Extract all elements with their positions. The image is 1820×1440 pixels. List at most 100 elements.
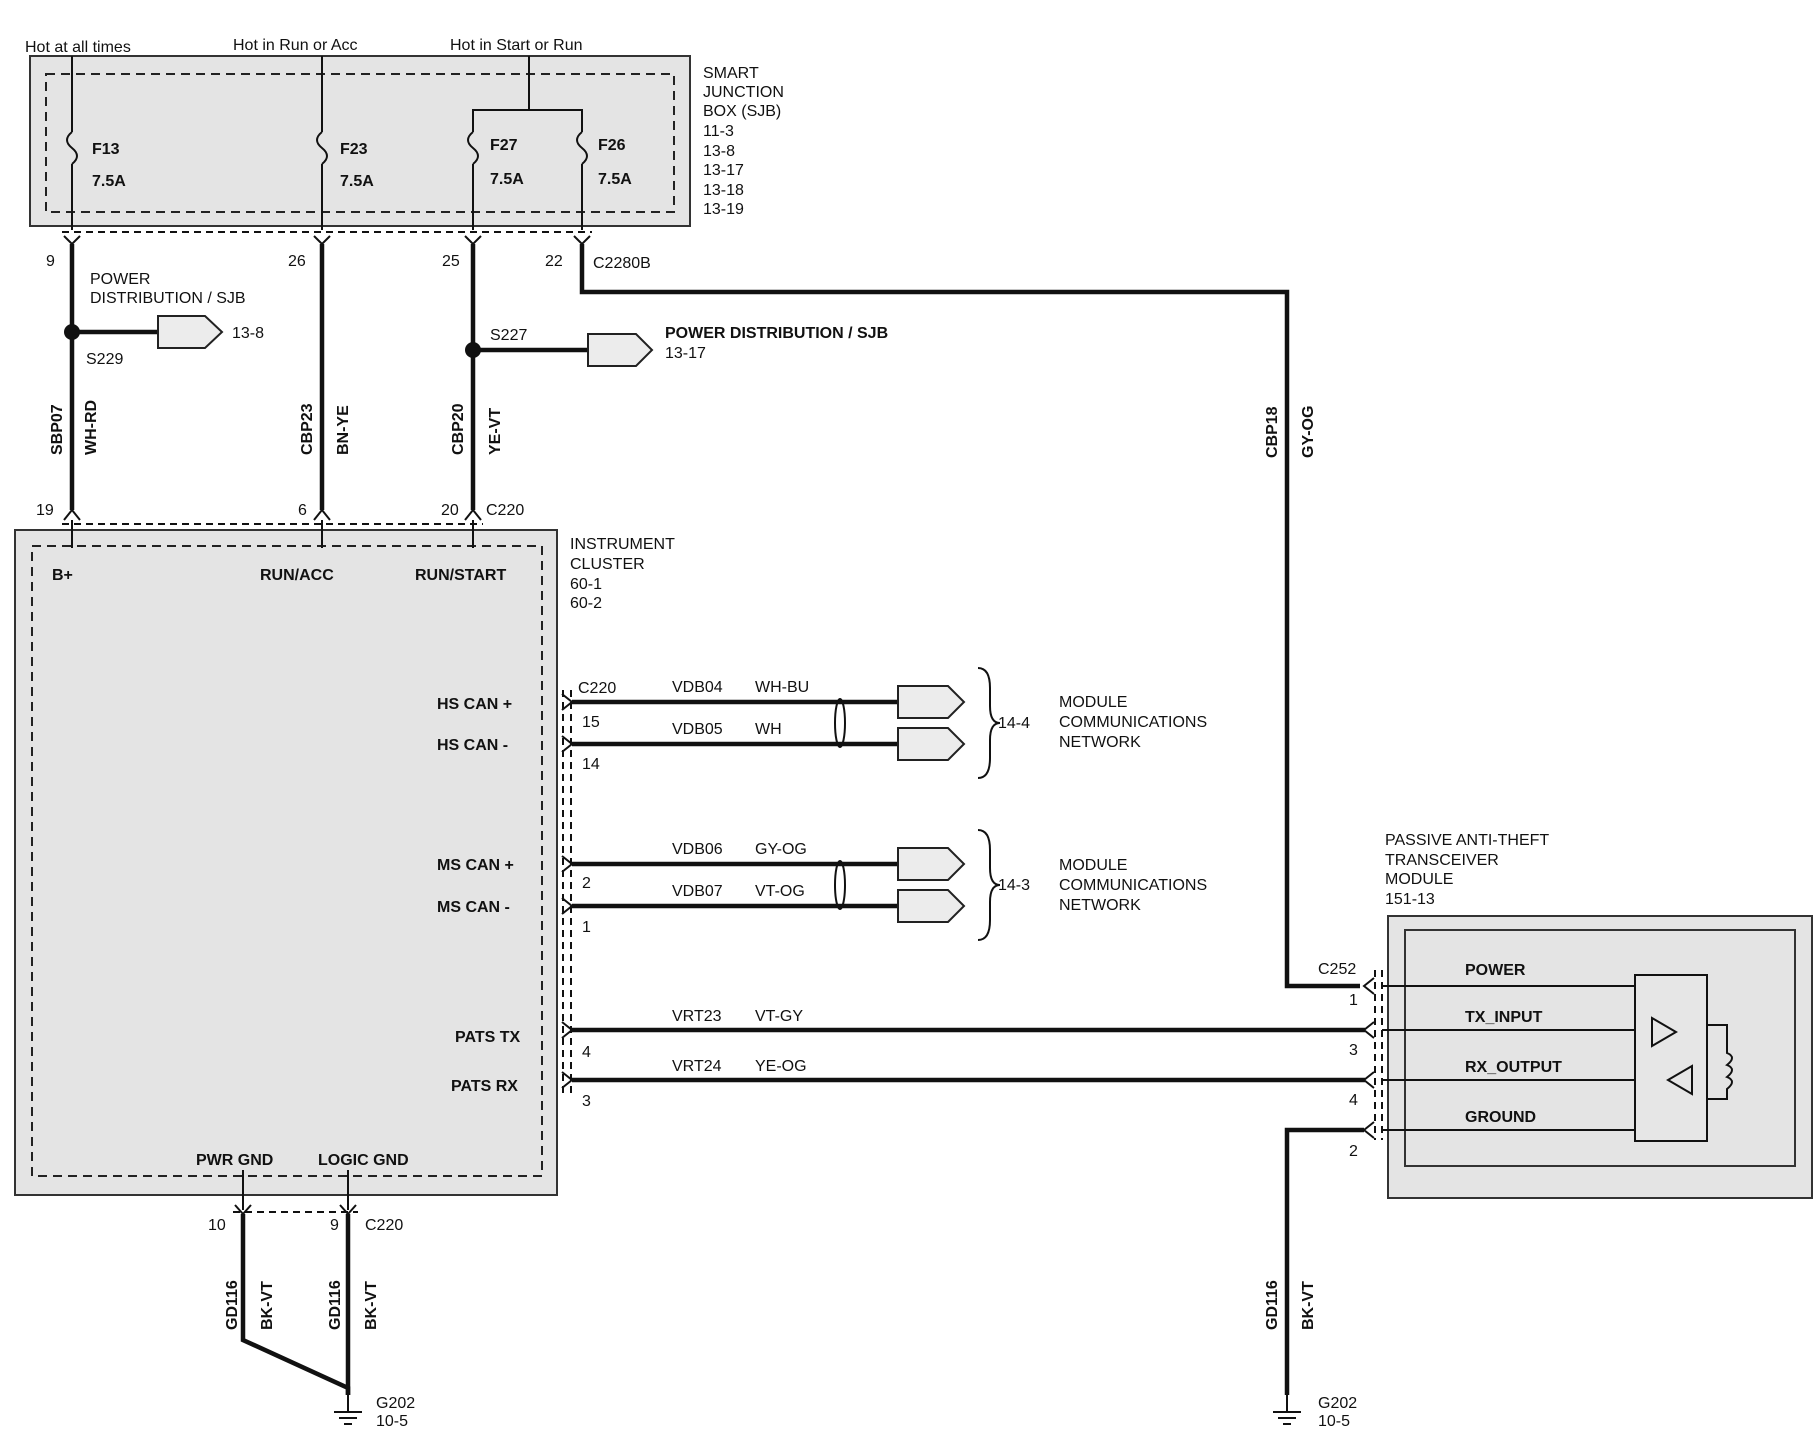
svg-text:2: 2 [582, 875, 591, 892]
svg-text:13-8: 13-8 [703, 143, 735, 160]
cluster-title: INSTRUMENT CLUSTER 60-1 60-2 [570, 536, 675, 612]
svg-text:MODULE: MODULE [1059, 694, 1127, 711]
svg-text:RUN/START: RUN/START [415, 567, 506, 584]
svg-text:1: 1 [582, 919, 591, 936]
fuse-labels: F13 7.5A F23 7.5A F27 7.5A F26 7.5A [92, 137, 632, 190]
svg-text:CBP23: CBP23 [299, 403, 316, 455]
network-braces [977, 667, 1001, 941]
svg-text:60-2: 60-2 [570, 595, 602, 612]
svg-text:14: 14 [582, 756, 600, 773]
transceiver-icon [1634, 974, 1733, 1142]
svg-text:VDB04: VDB04 [672, 679, 723, 696]
svg-text:13-17: 13-17 [703, 162, 744, 179]
svg-text:151-13: 151-13 [1385, 891, 1435, 908]
svg-text:7.5A: 7.5A [340, 173, 374, 190]
svg-text:NETWORK: NETWORK [1059, 897, 1141, 914]
svg-text:C220: C220 [365, 1217, 403, 1234]
svg-text:SBP07: SBP07 [49, 404, 66, 455]
svg-text:POWER DISTRIBUTION / SJB: POWER DISTRIBUTION / SJB [665, 325, 888, 342]
svg-text:PWR GND: PWR GND [196, 1152, 273, 1169]
connector-pin-icon [1362, 977, 1375, 1139]
svg-text:VRT24: VRT24 [672, 1058, 722, 1075]
svg-text:VDB06: VDB06 [672, 841, 723, 858]
svg-text:13-19: 13-19 [703, 201, 744, 218]
pats-module [1387, 915, 1813, 1199]
svg-text:CLUSTER: CLUSTER [570, 556, 645, 573]
svg-text:4: 4 [582, 1044, 591, 1061]
svg-text:14-3: 14-3 [998, 877, 1030, 894]
svg-text:BOX (SJB): BOX (SJB) [703, 103, 781, 120]
svg-text:3: 3 [1349, 1042, 1358, 1059]
smart-junction-box [29, 55, 691, 227]
svg-text:4: 4 [1349, 1092, 1358, 1109]
svg-text:WH-RD: WH-RD [83, 400, 100, 455]
network-hs: 14-4 MODULE COMMUNICATIONS NETWORK [998, 694, 1207, 751]
splice-s227: S227 POWER DISTRIBUTION / SJB 13-17 [465, 325, 888, 367]
ground-g202-right: G202 10-5 [1318, 1395, 1357, 1430]
svg-text:7.5A: 7.5A [490, 171, 524, 188]
svg-text:YE-VT: YE-VT [487, 408, 504, 455]
svg-text:1: 1 [1349, 992, 1358, 1009]
svg-text:GD116: GD116 [1264, 1280, 1281, 1330]
svg-text:F13: F13 [92, 141, 120, 158]
svg-text:20: 20 [441, 502, 459, 519]
svg-text:COMMUNICATIONS: COMMUNICATIONS [1059, 714, 1207, 731]
svg-text:HS CAN +: HS CAN + [437, 696, 512, 713]
svg-text:PATS TX: PATS TX [455, 1029, 521, 1046]
svg-text:S227: S227 [490, 327, 527, 344]
svg-text:BK-VT: BK-VT [363, 1281, 380, 1330]
svg-text:GY-OG: GY-OG [1300, 406, 1317, 458]
svg-text:POWER: POWER [90, 271, 150, 288]
connector-c220-side: C220 [578, 680, 616, 697]
svg-text:PASSIVE ANTI-THEFT: PASSIVE ANTI-THEFT [1385, 832, 1549, 849]
connector-c252: C252 [1318, 961, 1356, 978]
sjb-title: SMART JUNCTION BOX (SJB) 11-3 13-8 13-17… [703, 65, 784, 218]
ground-pins: 10 9 C220 [208, 1217, 403, 1234]
svg-text:G202: G202 [376, 1395, 415, 1412]
instrument-cluster [14, 529, 558, 1196]
svg-text:BK-VT: BK-VT [1300, 1281, 1317, 1330]
svg-text:VDB05: VDB05 [672, 721, 723, 738]
svg-text:POWER: POWER [1465, 962, 1526, 979]
connector-pin-icon [63, 508, 482, 521]
svg-text:22: 22 [545, 253, 563, 270]
sjb-pins: 9 26 25 22 [46, 253, 563, 270]
svg-text:3: 3 [582, 1093, 591, 1110]
twisted-pair-icon [834, 698, 846, 910]
svg-text:15: 15 [582, 714, 600, 731]
svg-text:VRT23: VRT23 [672, 1008, 722, 1025]
svg-text:GY-OG: GY-OG [755, 841, 807, 858]
svg-text:INSTRUMENT: INSTRUMENT [570, 536, 675, 553]
network-ms: 14-3 MODULE COMMUNICATIONS NETWORK [998, 857, 1207, 914]
cluster-signals: HS CAN + HS CAN - MS CAN + MS CAN - PATS… [437, 696, 521, 1095]
svg-text:25: 25 [442, 253, 460, 270]
svg-text:MS CAN +: MS CAN + [437, 857, 514, 874]
splice-s229: POWER DISTRIBUTION / SJB 13-8 S229 [64, 271, 264, 368]
svg-text:10-5: 10-5 [376, 1413, 408, 1430]
pats-wire-labels: VRT23 VT-GY VRT24 YE-OG [672, 1008, 807, 1075]
supply-hot-at-all-times: Hot at all times [25, 39, 131, 56]
pats-signals: POWER TX_INPUT RX_OUTPUT GROUND [1465, 962, 1562, 1126]
svg-text:13-8: 13-8 [232, 325, 264, 342]
svg-text:WH: WH [755, 721, 782, 738]
svg-text:10: 10 [208, 1217, 226, 1234]
svg-text:WH-BU: WH-BU [755, 679, 809, 696]
ground-icon [334, 1395, 362, 1425]
svg-text:DISTRIBUTION / SJB: DISTRIBUTION / SJB [90, 290, 246, 307]
svg-text:COMMUNICATIONS: COMMUNICATIONS [1059, 877, 1207, 894]
ground-icon [1273, 1395, 1301, 1425]
ground-g202-left: G202 10-5 [376, 1395, 415, 1430]
svg-text:F27: F27 [490, 137, 518, 154]
svg-text:13-17: 13-17 [665, 345, 706, 362]
svg-text:10-5: 10-5 [1318, 1413, 1350, 1430]
supply-hot-run-acc: Hot in Run or Acc [233, 37, 358, 54]
svg-text:26: 26 [288, 253, 306, 270]
svg-text:MODULE: MODULE [1385, 871, 1453, 888]
svg-text:PATS RX: PATS RX [451, 1078, 518, 1095]
svg-text:BK-VT: BK-VT [259, 1281, 276, 1330]
svg-text:GD116: GD116 [224, 1280, 241, 1330]
pats-title: PASSIVE ANTI-THEFT TRANSCEIVER MODULE 15… [1385, 832, 1549, 908]
svg-text:7.5A: 7.5A [598, 171, 632, 188]
svg-text:CBP18: CBP18 [1264, 406, 1281, 458]
